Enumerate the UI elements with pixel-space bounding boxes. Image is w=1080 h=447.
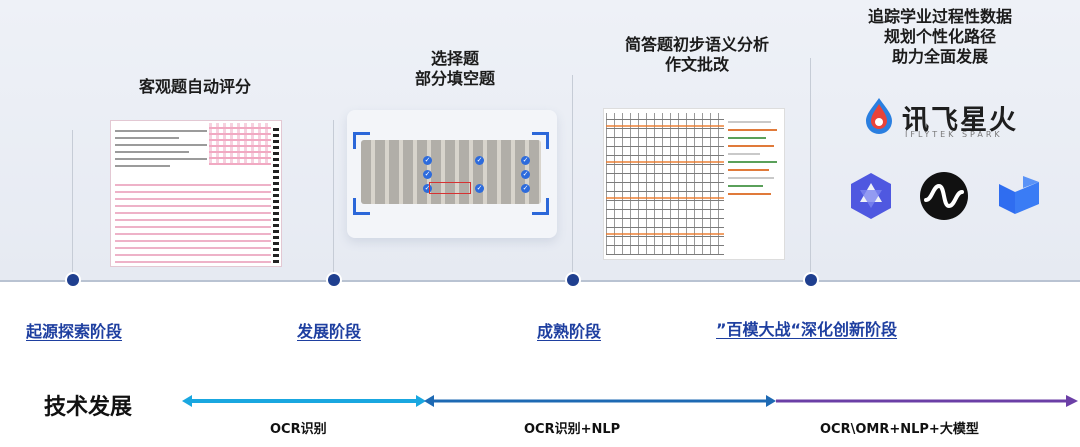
timeline-dot (567, 274, 579, 286)
divider (810, 58, 811, 276)
divider (572, 75, 573, 276)
stage-mature: 成熟阶段 (537, 322, 602, 341)
essay-grading-image (603, 108, 785, 260)
timeline-dot (805, 274, 817, 286)
band-label-ocr: OCR识别 (270, 422, 327, 437)
heading-fillin: 选择题 部分填空题 (414, 49, 495, 88)
fillin-recognition-image: ✓ ✓ ✓ ✓ ✓ ✓ ✓ ✓ (347, 110, 557, 238)
brand-name: 讯飞星火 (902, 105, 1018, 136)
band-label-ocr-nlp: OCR识别+NLP (524, 422, 621, 437)
band-arrow-ocr (182, 395, 426, 407)
timeline-axis (0, 280, 1080, 282)
tech-development-title: 技术发展 (44, 394, 133, 419)
band-arrow-llm (776, 395, 1078, 407)
stage-development: 发展阶段 (297, 322, 362, 341)
divider (333, 120, 334, 276)
spark-drop-icon (866, 98, 892, 134)
heading-objective: 客观题自动评分 (138, 77, 251, 96)
band-label-llm: OCR\OMR+NLP+大模型 (820, 422, 979, 437)
wave-circle-icon (920, 172, 968, 220)
stage-innovation: ”百模大战“深化创新阶段 (716, 320, 898, 339)
heading-spark: 追踪学业过程性数据 规划个性化路径 助力全面发展 (867, 7, 1012, 66)
divider (72, 130, 73, 276)
brand-subtitle: IFLYTEK SPARK (905, 130, 1003, 139)
heading-essay: 简答题初步语义分析 作文批改 (624, 35, 769, 74)
timeline-dot (328, 274, 340, 286)
stage-origin: 起源探索阶段 (26, 322, 123, 341)
answer-sheet-image (110, 120, 282, 267)
timeline-dot (67, 274, 79, 286)
band-arrow-ocr-nlp (424, 395, 776, 407)
blue-block-icon (999, 176, 1039, 214)
hexagon-star-icon (851, 173, 891, 219)
